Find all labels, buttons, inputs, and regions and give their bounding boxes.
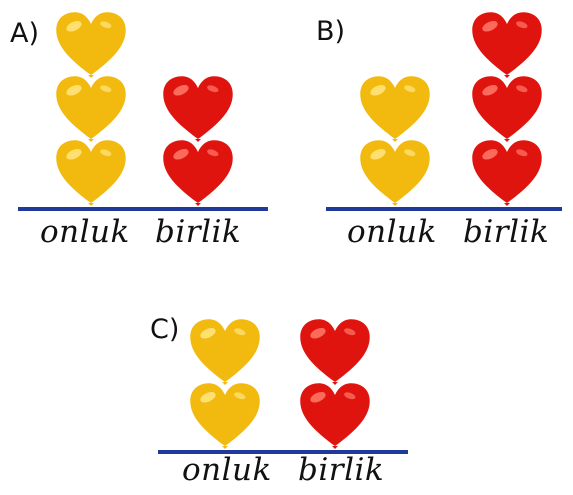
option-a-tens-balloon-2 [56, 76, 126, 142]
option-c-label: C) [150, 314, 180, 345]
option-b-ones-balloon-1 [472, 140, 542, 206]
option-c-ones-balloon-1 [300, 383, 370, 449]
option-a-ones-label: birlik [155, 214, 242, 250]
option-a-ones-balloon-1 [163, 140, 233, 206]
option-a-tens-balloon-3 [56, 12, 126, 78]
option-c-tens-label: onluk [182, 452, 272, 488]
option-c-tens-balloon-1 [190, 383, 260, 449]
option-c-tens-balloon-2 [190, 319, 260, 385]
option-a-baseline [18, 207, 268, 211]
option-a-tens-balloon-1 [56, 140, 126, 206]
option-b-tens-balloon-1 [360, 140, 430, 206]
option-b-baseline [326, 207, 562, 211]
option-a-tens-label: onluk [40, 214, 130, 250]
option-a-label: A) [10, 18, 40, 49]
option-b-ones-balloon-2 [472, 76, 542, 142]
option-b-label: B) [316, 16, 346, 47]
option-b-tens-balloon-2 [360, 76, 430, 142]
option-c-ones-balloon-2 [300, 319, 370, 385]
option-c-baseline [158, 450, 408, 454]
option-a-ones-balloon-2 [163, 76, 233, 142]
option-c-ones-label: birlik [298, 452, 385, 488]
option-b-tens-label: onluk [347, 214, 437, 250]
option-b-ones-label: birlik [463, 214, 550, 250]
option-b-ones-balloon-3 [472, 12, 542, 78]
